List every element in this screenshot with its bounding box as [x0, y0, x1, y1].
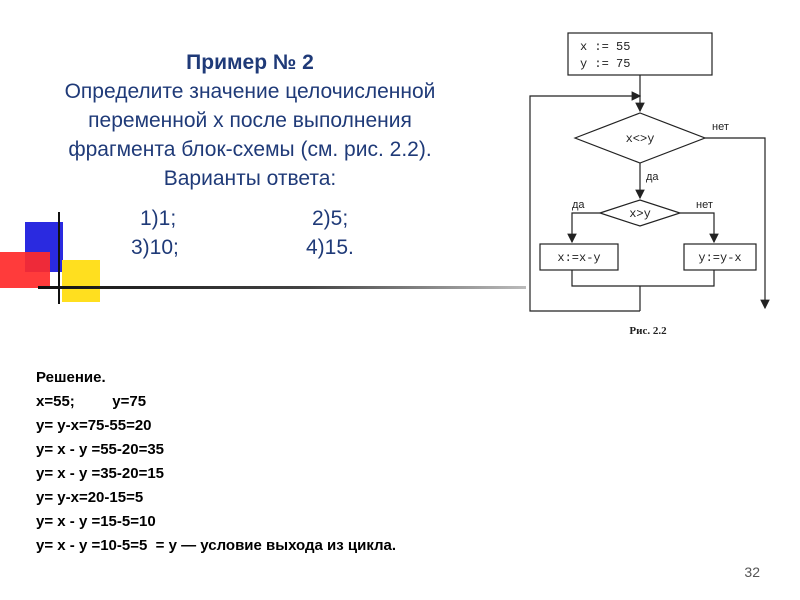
question-line: Определите значение целочисленной — [64, 80, 436, 103]
decor-yellow-square — [62, 260, 100, 302]
label-yes-inner: да — [572, 199, 585, 211]
label-no-inner: нет — [696, 199, 713, 211]
answer-option-3: 3)10; — [131, 236, 179, 259]
flowchart: x := 55 y := 75 x<>y x>y x:=x-y y:=y-x н… — [529, 32, 770, 337]
slide-heading: Пример № 2 — [186, 51, 314, 74]
question-block: Пример № 2 Определите значение целочисле… — [0, 48, 500, 193]
answer-options: 1)1; 2)5; 3)10; 4)15. — [0, 204, 500, 262]
right-action-block — [683, 243, 757, 271]
solution-line: y= x - y =15-5=10 — [36, 513, 156, 530]
decor-red-square — [0, 252, 50, 288]
divider-line — [38, 286, 526, 289]
solution-line: y= y-x=75-55=20 — [36, 417, 152, 434]
decor-vertical-line — [58, 212, 60, 304]
label-no-outer: нет — [712, 121, 729, 133]
right-action-text: y:=y-x — [698, 251, 741, 265]
left-action-text: x:=x-y — [557, 251, 600, 265]
solution-line: y= y-x=20-15=5 — [36, 489, 144, 506]
solution-block: Решение. x=55; y=75 y= y-x=75-55=20 y= x… — [36, 366, 396, 558]
loop-condition-text: x<>y — [626, 132, 655, 146]
init-x-text: x := 55 — [580, 40, 630, 54]
solution-line: y= x - y =55-20=35 — [36, 441, 165, 458]
answer-option-4: 4)15. — [306, 236, 354, 259]
page-number: 32 — [744, 564, 760, 580]
solution-title: Решение. — [36, 369, 106, 386]
answer-option-1: 1)1; — [140, 207, 177, 230]
solution-line: y= x - y =35-20=15 — [36, 465, 165, 482]
init-y-text: y := 75 — [580, 57, 630, 71]
label-yes-outer: да — [646, 171, 659, 183]
figure-caption: Рис. 2.2 — [629, 325, 667, 337]
answer-option-2: 2)5; — [312, 207, 349, 230]
left-action-block — [539, 243, 619, 271]
question-line: Варианты ответа: — [163, 167, 337, 190]
question-line: фрагмента блок-схемы (см. рис. 2.2). — [68, 138, 432, 161]
solution-line: y= x - y =10-5=5 = y — условие выхода из… — [36, 537, 397, 554]
solution-line: x=55; y=75 — [36, 393, 147, 410]
inner-condition-text: x>y — [629, 207, 651, 221]
question-line: переменной x после выполнения — [88, 109, 412, 132]
